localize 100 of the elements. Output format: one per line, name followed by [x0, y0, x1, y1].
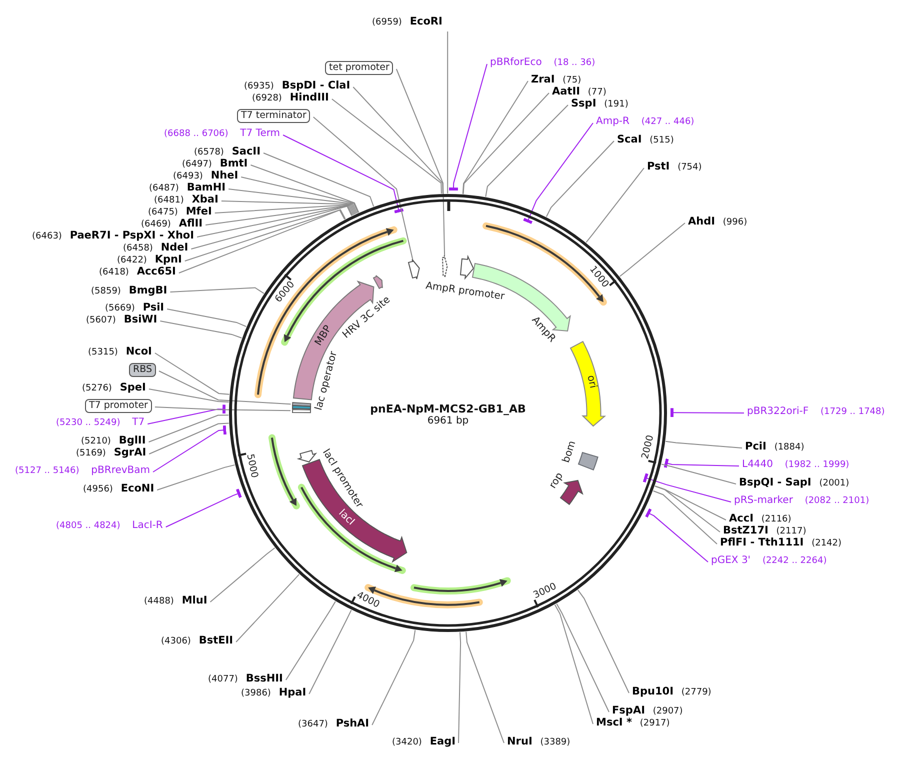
restriction-site-label: (5315) NcoI: [88, 346, 152, 358]
restriction-site-label: (4077) BssHII: [208, 672, 283, 686]
leader-line: [556, 603, 610, 712]
leader-line: [250, 164, 360, 213]
leader-line: [170, 287, 264, 294]
restriction-site-label: (6458) NdeI: [123, 242, 188, 254]
restriction-site-label: (4306) BstEII: [161, 634, 234, 648]
leader-line: [523, 122, 594, 224]
leader-line: [586, 168, 644, 243]
feature-label: lac operator: [314, 350, 341, 412]
restriction-site-label: (5276) SpeI: [82, 382, 146, 394]
feature-label: AmpR promoter: [424, 280, 506, 304]
leader-line: [577, 589, 630, 694]
leader-line: [372, 630, 416, 726]
restriction-site-label: (6475) MfeI: [148, 206, 212, 218]
primer-label: (5127 .. 5146) pBRrevBam: [15, 465, 150, 477]
restriction-site-label: (3647) PshAI: [298, 718, 370, 730]
leader-line: [154, 352, 230, 395]
leader-line: [166, 308, 247, 328]
restriction-site-label: AatII (77): [552, 86, 606, 98]
leader-line: [148, 422, 230, 454]
leader-line: [448, 64, 488, 191]
restriction-site-label: (4956) EcoNI: [83, 482, 154, 496]
leader-line: [619, 222, 686, 277]
restriction-site-label: PciI (1884): [745, 440, 804, 454]
restriction-site-label: Bpu10I (2779): [632, 686, 712, 698]
leader-line: [285, 600, 336, 680]
feature-label: lacI: [336, 507, 357, 528]
restriction-site-label: MscI * (2917): [596, 716, 670, 730]
leader-line: [184, 209, 346, 262]
leader-line: [190, 206, 352, 250]
primer-label: L4440 (1982 .. 1999): [742, 459, 850, 471]
leader-line: [396, 68, 446, 256]
restriction-site-label: (6418) Acc65I: [99, 266, 176, 278]
primer-label: pGEX 3' (2242 .. 2264): [711, 555, 827, 567]
leader-line: [654, 486, 720, 532]
restriction-site-label: (6493) NheI: [173, 170, 238, 182]
restriction-site-label: (6935) BspDI - ClaI: [244, 80, 350, 92]
leader-line: [156, 464, 236, 490]
restriction-site-label: PstI (754): [647, 160, 702, 174]
restriction-site-label: (6487) BamHI: [149, 182, 226, 194]
leader-line: [154, 406, 292, 412]
restriction-site-label: (6422) KpnI: [117, 254, 182, 266]
restriction-site-label: BstZ17I (2117): [723, 524, 806, 538]
leader-line: [152, 425, 226, 472]
feature-callout: tet promoter: [325, 61, 394, 75]
leader-line: [178, 209, 346, 274]
restriction-site-label: (5669) PsiI: [105, 302, 164, 314]
restriction-site-label: SspI (191): [571, 98, 628, 110]
leader-line: [485, 104, 568, 198]
restriction-site-label: (5210) BglII: [81, 434, 146, 448]
restriction-site-label: (5859) BmgBI: [91, 284, 168, 298]
leader-line: [462, 80, 528, 194]
restriction-site-label: (6959) EcoRI: [372, 16, 442, 28]
leader-line: [654, 486, 726, 520]
restriction-site-label: PflFI - Tth111I (2142): [720, 536, 842, 550]
feature-label: rop: [548, 470, 566, 492]
leader-line: [158, 370, 292, 405]
feature-label: bom: [560, 439, 580, 464]
leader-line: [554, 604, 594, 724]
leader-line: [331, 98, 442, 194]
leader-line: [236, 574, 300, 642]
restriction-site-label: FspAI (2907): [612, 704, 683, 718]
feature-callout: T7 terminator: [237, 109, 310, 123]
scale-label: 3000: [532, 581, 559, 602]
leader-line: [263, 152, 374, 207]
restriction-site-label: ScaI (515): [617, 134, 674, 146]
leader-line: [664, 458, 740, 468]
leader-line: [165, 488, 242, 528]
restriction-site-label: AccI (2116): [729, 512, 792, 526]
leader-line: [308, 610, 352, 694]
sequence-feature: [406, 258, 421, 280]
sequence-feature: [440, 254, 448, 279]
plasmid-length: 6961 bp: [427, 416, 469, 428]
feature-callout: RBS: [129, 363, 156, 377]
restriction-site-label: (4488) MluI: [144, 594, 208, 608]
leader-line: [546, 140, 614, 218]
primer-label: pBR322ori-F (1729 .. 1748): [747, 406, 885, 418]
leader-line: [458, 632, 462, 744]
restriction-site-label: (3420) EagI: [392, 736, 456, 748]
leader-line: [312, 116, 414, 260]
scale-label: 4000: [355, 589, 382, 610]
restriction-site-label: (6497) BmtI: [182, 158, 248, 170]
leader-line: [148, 388, 230, 403]
leader-line: [447, 31, 448, 194]
leader-line: [670, 408, 744, 418]
scale-label: 2000: [640, 434, 656, 460]
leader-line: [642, 473, 732, 502]
leader-line: [645, 508, 708, 562]
feature-label: ori: [584, 374, 598, 390]
leader-line: [660, 464, 736, 484]
restriction-site-label: (6578) SacII: [194, 146, 260, 158]
primer-label: (4805 .. 4824) LacI-R: [56, 520, 163, 532]
leader-line: [160, 320, 242, 339]
feature-band: [290, 408, 312, 414]
primer-label: Amp-R (427 .. 446): [596, 116, 694, 128]
restriction-site-label: BspQI - SapI (2001): [739, 476, 850, 490]
feature-callout: T7 promoter: [85, 399, 152, 413]
leader-line: [147, 404, 226, 424]
leader-line: [665, 440, 742, 448]
